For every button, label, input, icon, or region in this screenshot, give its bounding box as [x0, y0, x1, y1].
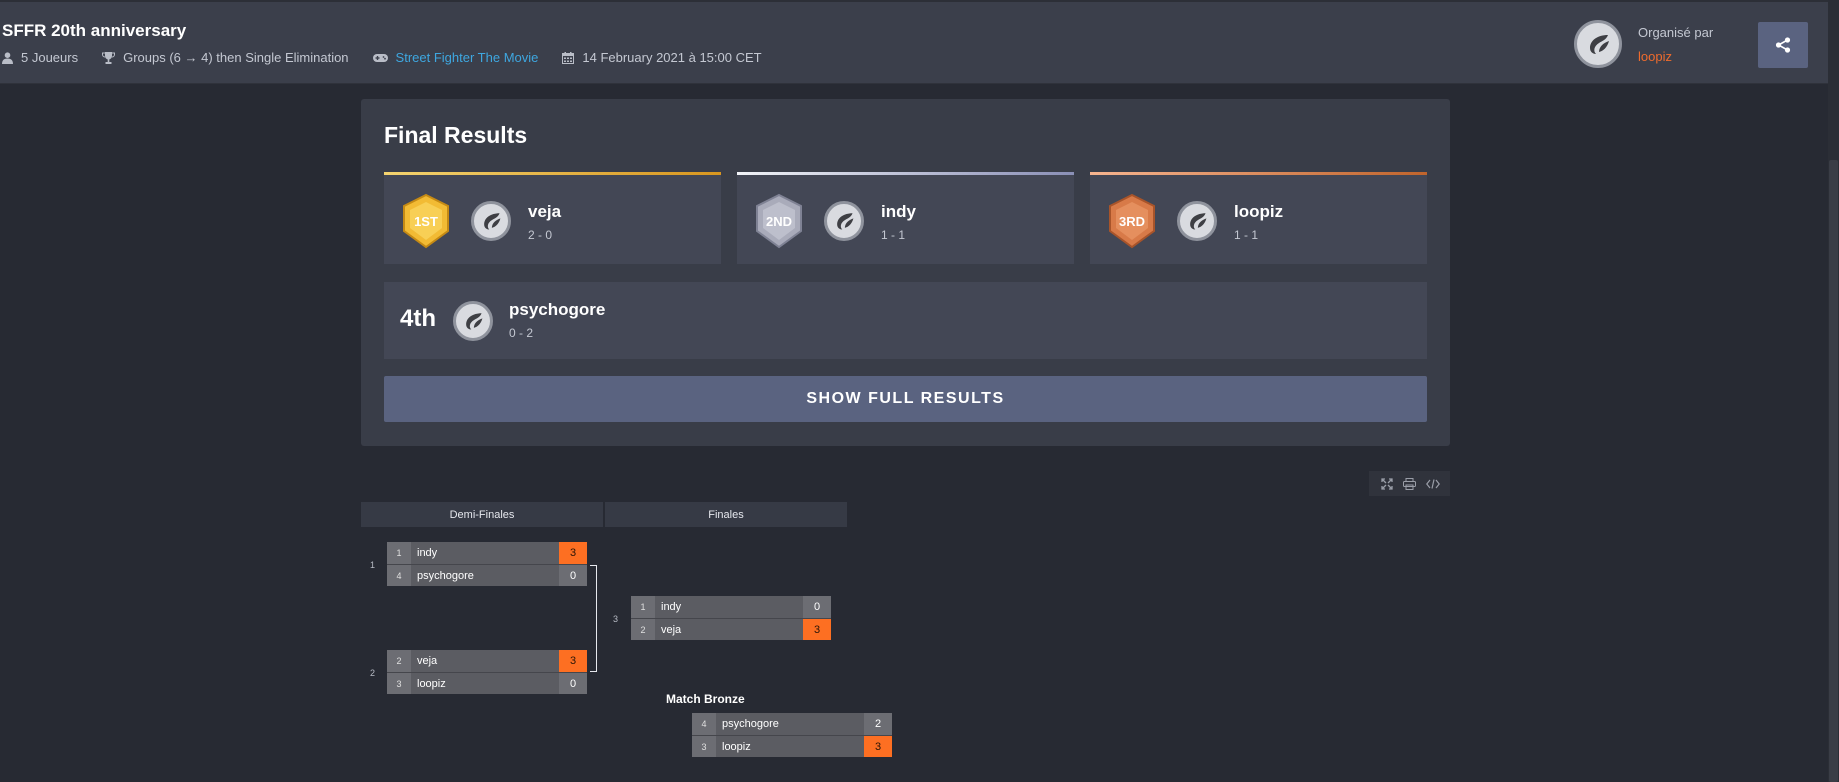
- fullscreen-button[interactable]: [1377, 474, 1397, 494]
- trophy-icon: [102, 51, 116, 64]
- fullscreen-icon: [1380, 477, 1393, 490]
- tournament-title: SFFR 20th anniversary: [2, 21, 187, 40]
- match-number: 2: [370, 668, 376, 678]
- player-name: loopiz: [417, 677, 446, 690]
- bronze-medal-icon: 3RD: [1109, 193, 1155, 249]
- match-score: 3: [559, 542, 587, 564]
- organizer-avatar[interactable]: [1574, 20, 1622, 68]
- bracket-slot[interactable]: 1 indy 0: [631, 596, 831, 618]
- player-score: 1 - 1: [1234, 228, 1259, 242]
- bracket-slot[interactable]: 3 loopiz 0: [387, 672, 587, 694]
- player-name: psychogore: [417, 569, 474, 582]
- seed-number: 1: [387, 542, 411, 564]
- seed-number: 4: [692, 713, 716, 735]
- scrollbar-thumb[interactable]: [1829, 160, 1838, 782]
- gold-medal-icon: 1ST: [403, 193, 449, 249]
- medal-rank-label: 1ST: [414, 214, 438, 229]
- bracket-toolbar: [1369, 471, 1450, 496]
- podium-first[interactable]: 1ST veja 2 - 0: [384, 172, 721, 264]
- seed-number: 1: [631, 596, 655, 618]
- players-count: 5 Joueurs: [2, 50, 78, 65]
- embed-code-icon: [1425, 478, 1440, 489]
- share-button[interactable]: [1758, 22, 1808, 68]
- bracket-slot[interactable]: 4 psychogore 2: [692, 713, 892, 735]
- organizer-name-link[interactable]: loopiz: [1638, 49, 1672, 64]
- medal-rank-label: 2ND: [766, 214, 792, 229]
- player-name: loopiz: [722, 740, 751, 753]
- seed-number: 2: [631, 619, 655, 640]
- player-name: indy: [661, 601, 682, 613]
- date-info: 14 February 2021 à 15:00 CET: [562, 50, 762, 65]
- seed-number: 4: [387, 565, 411, 586]
- silver-medal-icon: 2ND: [756, 193, 802, 249]
- show-full-results-button[interactable]: SHOW FULL RESULTS: [384, 376, 1427, 422]
- match-score: 0: [559, 673, 587, 694]
- players-label: 5 Joueurs: [21, 50, 79, 65]
- logo-icon: [466, 313, 483, 330]
- gamepad-icon: [372, 53, 388, 62]
- player-name: indy: [417, 547, 438, 559]
- player-name[interactable]: loopiz: [1234, 202, 1284, 221]
- match-number: 3: [613, 614, 619, 624]
- final-results-title: Final Results: [384, 122, 528, 148]
- bronze-match-title: Match Bronze: [666, 692, 745, 706]
- tournament-meta: 5 Joueurs Groups (6 → 4) then Single Eli…: [2, 50, 786, 65]
- rank-label: 4th: [400, 305, 436, 332]
- player-score: 1 - 1: [881, 228, 906, 242]
- print-icon: [1403, 477, 1416, 490]
- final-results-panel: Final Results 1ST veja 2 - 0 2ND indy 1 …: [361, 99, 1450, 446]
- bracket-connector: [590, 565, 597, 672]
- bracket-slot[interactable]: 3 loopiz 3: [692, 735, 892, 757]
- date-label: 14 February 2021 à 15:00 CET: [582, 50, 762, 65]
- game-link[interactable]: Street Fighter The Movie: [395, 50, 539, 65]
- fourth-place-row[interactable]: 4th psychogore 0 - 2: [384, 282, 1427, 359]
- bracket-slot[interactable]: 1 indy 3: [387, 542, 587, 564]
- round-header-semifinals: Demi-Finales: [361, 502, 603, 527]
- logo-icon: [1190, 213, 1207, 230]
- player-name: veja: [417, 655, 438, 667]
- game-info: Street Fighter The Movie: [372, 50, 539, 65]
- player-score: 2 - 0: [528, 228, 553, 242]
- match-number: 1: [370, 560, 376, 570]
- calendar-icon: [562, 51, 575, 64]
- player-name[interactable]: veja: [528, 202, 562, 221]
- match-score: 3: [803, 619, 831, 640]
- player-avatar[interactable]: [824, 201, 864, 241]
- player-avatar[interactable]: [453, 301, 493, 341]
- tournament-header: SFFR 20th anniversary 5 Joueurs Groups (…: [0, 0, 1828, 84]
- match-score: 2: [864, 713, 892, 735]
- match-score: 0: [803, 596, 831, 618]
- embed-code-button[interactable]: [1423, 474, 1443, 494]
- podium-third[interactable]: 3RD loopiz 1 - 1: [1090, 172, 1427, 264]
- bracket-slot[interactable]: 2 veja 3: [631, 618, 831, 640]
- player-name[interactable]: psychogore: [509, 300, 606, 319]
- player-name[interactable]: indy: [881, 202, 916, 221]
- print-button[interactable]: [1400, 474, 1420, 494]
- share-icon: [1775, 37, 1791, 53]
- player-name: veja: [661, 623, 682, 636]
- format-label: Groups (6 → 4) then Single Elimination: [123, 50, 349, 65]
- seed-number: 3: [692, 736, 716, 757]
- medal-rank-label: 3RD: [1119, 214, 1145, 229]
- seed-number: 2: [387, 650, 411, 672]
- player-avatar[interactable]: [471, 201, 511, 241]
- logo-icon: [1590, 35, 1609, 54]
- format-info: Groups (6 → 4) then Single Elimination: [102, 50, 349, 65]
- podium-second[interactable]: 2ND indy 1 - 1: [737, 172, 1074, 264]
- player-avatar[interactable]: [1177, 201, 1217, 241]
- match-score: 3: [864, 736, 892, 757]
- player-score: 0 - 2: [509, 326, 534, 340]
- round-header-finals: Finales: [605, 502, 847, 527]
- user-icon: [2, 51, 13, 64]
- logo-icon: [837, 213, 854, 230]
- organizer-label: Organisé par: [1638, 25, 1714, 40]
- match-score: 0: [559, 565, 587, 586]
- seed-number: 3: [387, 673, 411, 694]
- bracket-slot[interactable]: 2 veja 3: [387, 650, 587, 672]
- bracket-slot[interactable]: 4 psychogore 0: [387, 564, 587, 586]
- logo-icon: [484, 213, 501, 230]
- player-name: psychogore: [722, 718, 779, 730]
- match-score: 3: [559, 650, 587, 672]
